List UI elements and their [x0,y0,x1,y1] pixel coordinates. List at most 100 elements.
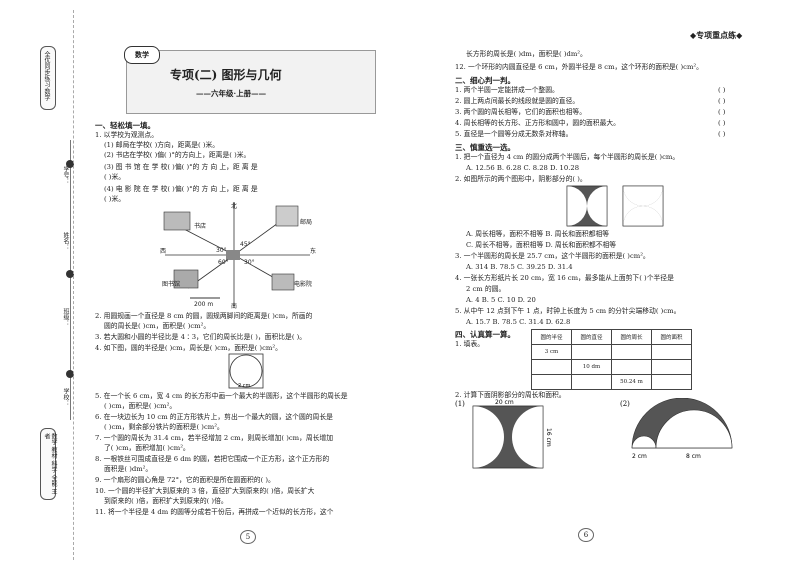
table-cell[interactable] [531,359,572,375]
section-heading: 三、慎重选一选。 [455,143,515,152]
question-line: 6. 在一块边长为 10 cm 的正方形铁片上，剪出一个最大的圆，这个圆的周长是 [95,413,333,421]
table-cell[interactable] [611,359,652,375]
question-line: 4. 如下图，圆的半径是( )cm，周长是( )cm，面积是( )cm²。 [95,344,282,352]
table-cell[interactable] [651,344,692,360]
table-cell[interactable] [611,344,652,360]
post-label: 邮局 [300,218,312,226]
circle-table: 圆的半径 圆的直径 圆的周长 圆的面积 3 cm 10 dm 50.24 m [531,329,692,390]
judge-mark[interactable]: ( ) [718,119,726,127]
judge-mark[interactable]: ( ) [718,86,726,94]
angle-label: 60° [218,259,229,266]
library-label: 图书馆 [162,280,180,288]
answer-options: C. 周长不相等，面积相等 D. 周长和面积都不相等 [466,241,617,249]
question-line: 2. 如图所示的两个图形中，阴影部分的( )。 [455,175,587,183]
question-line: 4. 一张长方形纸片长 20 cm，宽 16 cm，最多能从上面剪下( )个半径… [455,274,674,282]
table-cell: 50.24 m [611,374,652,390]
question-line: ( )cm，剩余部分铁片的面积是( )cm²。 [104,423,224,431]
shaded-figure-1: (1) 20 cm 16 cm [455,399,552,469]
table-cell[interactable] [651,374,692,390]
table-cell: 10 dm [571,359,612,375]
question-line: 2 cm 的圆。 [466,285,506,293]
question-line: 长方形的周长是( )dm，面积是( )dm²。 [466,50,587,58]
page-title: 专项(二) 图形与几何 [170,68,282,82]
side-banner-top-text: 全优同步练习·数学 [43,51,50,101]
south-label: 南 [231,302,237,310]
question-line: 5. 从中午 12 点到下午 1 点，时钟上长度为 5 cm 的分针尖端移动( … [455,307,681,315]
question-line: 10. 一个圆的半径扩大到原来的 3 倍，直径扩大到原来的( )倍，周长扩大 [95,487,315,495]
question-line: 圆的周长是( )cm，面积是( )cm²。 [104,322,211,330]
judge-mark[interactable]: ( ) [718,108,726,116]
subject-badge-text: 数学 [135,50,149,59]
question-line: 到原来的( )倍，面积扩大到原来的( )倍。 [104,497,228,505]
table-row: 3 cm [531,344,692,360]
page-subtitle: ——六年级·上册—— [196,89,267,98]
direction-map: 北 南 西 东 书店 邮局 图书馆 电影院 45° 30° 60° 30° 20… [160,202,316,310]
bookstore-building [163,211,191,231]
table-cell[interactable] [571,344,612,360]
hole-marker [66,370,74,378]
page-number-left: 5 [240,530,256,544]
hole-marker [66,160,74,168]
question-line: 7. 一个圆的周长为 31.4 cm，若半径增加 2 cm，则周长增加( )cm… [95,434,334,442]
right-header: ◆专项重点练◆ [690,30,743,40]
question-line: (1) 邮局在学校( )方向，距离是( )米。 [104,141,220,149]
question-line: 5. 直径是一个圆等分成无数条对称轴。 [455,130,573,138]
circle-figure: 2 cm [228,353,264,389]
post-building [275,205,299,227]
table-cell[interactable] [531,374,572,390]
judge-mark[interactable]: ( ) [718,97,726,105]
question-line: 1. 把一个直径为 4 cm 的圆分成两个半圆后，每个半圆形的周长是( )cm。 [455,153,680,161]
figure-dimension: 2 cm [632,453,647,460]
table-header: 圆的面积 [651,329,692,345]
question-line: (2) 书店在学校( )偏( )°的方向上，距离是( )米。 [104,151,251,159]
question-line: 3. 两个圆的周长相等，它们的面积也相等。 [455,108,586,116]
student-info-column: 学校： 班级： 姓名： 学号： [44,140,74,420]
ray-bookstore [181,227,235,256]
number-label: 学号： [62,166,69,184]
shaded-figures [566,185,664,227]
circle-dimension: 2 cm [238,383,251,389]
question-line: 8. 一根铁丝可围成直径是 6 dm 的圆，若把它围成一个正方形，这个正方形的 [95,455,330,463]
page-number-right: 6 [578,528,594,542]
question-line: 2. 用圆规画一个直径是 8 cm 的圆，圆规两脚间的距离是( )cm，所画的 [95,312,313,320]
angle-label: 30° [216,247,227,254]
figure-dimension: 8 cm [686,453,701,460]
school-label: 学校： [62,388,69,406]
answer-options: A. 周长相等，面积不相等 B. 周长和面积都相等 [466,230,610,238]
figure-dimension: 20 cm [495,399,514,406]
question-line: 3. 一个半圆形的周长是 25.7 cm，这个半圆形的面积是( )cm²。 [455,252,650,260]
table-header: 圆的直径 [571,329,612,345]
figure-dimension: 16 cm [545,428,552,447]
name-label: 姓名： [62,232,69,250]
question-line: 3. 若大圆和小圆的半径比是 4∶3，它们的周长比是( )，面积比是( )。 [95,333,307,341]
question-line: ( )cm，面积是( )cm²。 [104,402,177,410]
question-line: 11. 将一个半径是 4 dm 的圆等分成若干份后，再拼成一个近似的长方形，这个 [95,508,334,516]
answer-options: A. 15.7 B. 78.5 C. 31.4 D. 62.8 [466,318,571,326]
question-line: (3) 图 书 馆 在 学 校( )偏( )°的 方 向 上，距 离 是 [104,163,258,171]
answer-options: A. 12.56 B. 6.28 C. 8.28 D. 10.28 [466,164,580,172]
judge-mark[interactable]: ( ) [718,130,726,138]
title-box [126,50,376,114]
side-banner-bottom-text: 数学 教材 科学 全能 王者 [43,433,57,495]
question-line: 面积是( )dm²。 [104,465,153,473]
question-line: ( )米。 [104,195,126,203]
table-row: 50.24 m [531,374,692,390]
cinema-label: 电影院 [294,280,312,288]
side-banner-top: 全优同步练习·数学 [40,46,56,110]
question-line: ( )米。 [104,173,126,181]
ray-cinema [233,254,279,281]
table-header: 圆的半径 [531,329,572,345]
table-cell[interactable] [571,374,612,390]
question-line: 2. 计算下面阴影部分的周长和面积。 [455,391,566,399]
library-building [173,269,199,289]
table-cell: 3 cm [531,344,572,360]
question-line: 5. 在一个长 6 cm，宽 4 cm 的长方形中画一个最大的半圆形，这个半圆形… [95,392,348,400]
hole-marker [66,270,74,278]
answer-options: A. 4 B. 5 C. 10 D. 20 [466,296,536,304]
table-header: 圆的周长 [611,329,652,345]
question-line: 了( )cm，面积增加( )cm²。 [104,444,190,452]
question-line: 1. 两个半圆一定能拼成一个整圆。 [455,86,559,94]
angle-label: 45° [240,241,251,248]
table-cell[interactable] [651,359,692,375]
binding-line [73,10,74,560]
